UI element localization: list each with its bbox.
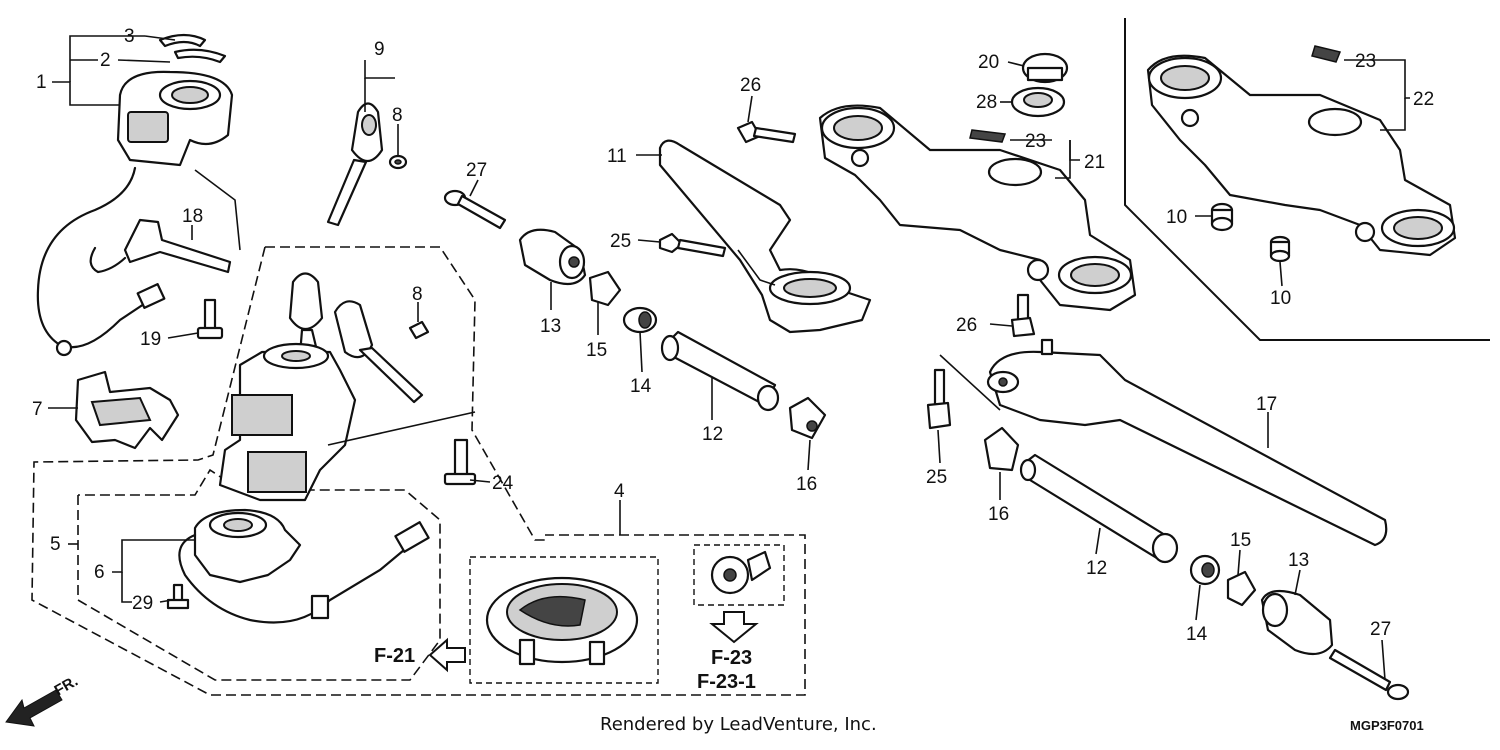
callout-11: 11 <box>607 146 627 167</box>
callout-25b: 25 <box>926 467 947 488</box>
part-washer-8b <box>408 320 430 340</box>
part-nut-28 <box>1010 86 1066 118</box>
callout-18: 18 <box>182 206 203 227</box>
callout-7: 7 <box>32 399 43 420</box>
callout-26b: 26 <box>956 315 977 336</box>
down-arrow-icon <box>709 611 759 644</box>
part-bushing-10a <box>1210 202 1234 232</box>
callout-22: 22 <box>1413 89 1434 110</box>
part-switch-wiring <box>36 166 166 357</box>
callout-12a: 12 <box>702 424 723 445</box>
callout-25a: 25 <box>610 231 631 252</box>
callout-29: 29 <box>132 593 153 614</box>
callout-12b: 12 <box>1086 558 1107 579</box>
callout-4: 4 <box>614 481 625 502</box>
part-key-9 <box>326 102 384 227</box>
part-fuel-cap-lock <box>710 550 772 595</box>
callout-3: 3 <box>124 26 135 47</box>
part-top-bridge-22 <box>1146 54 1457 257</box>
part-bolt-19 <box>196 298 224 340</box>
part-wire-guide-18 <box>89 218 232 274</box>
part-sensor-6 <box>178 508 430 624</box>
part-cap-20 <box>1021 52 1069 84</box>
callout-8b: 8 <box>412 284 423 305</box>
callout-1: 1 <box>36 72 47 93</box>
callout-24: 24 <box>492 473 514 494</box>
callout-5: 5 <box>50 534 61 555</box>
callout-14b: 14 <box>1186 624 1208 645</box>
part-bolt-27b <box>1328 648 1410 701</box>
callout-26a: 26 <box>740 75 761 96</box>
front-direction-indicator: FR. <box>5 673 81 727</box>
ref-f23-1-label[interactable]: F-23-1 <box>697 671 756 693</box>
callout-labels: 1 2 3 4 5 6 7 8 8 9 10 10 11 12 12 13 13… <box>32 26 1434 645</box>
part-nut-16b <box>983 426 1020 472</box>
ref-f23-label[interactable]: F-23 <box>711 647 752 669</box>
part-bolt-26b <box>1010 293 1036 338</box>
part-ring-14b <box>1189 554 1221 586</box>
leader-lines <box>48 35 1410 681</box>
ref-f23[interactable]: F-23 F-23-1 <box>697 611 759 693</box>
part-screw-29 <box>166 583 190 610</box>
callout-21: 21 <box>1084 152 1105 173</box>
callout-13a: 13 <box>540 316 561 337</box>
callout-23a: 23 <box>1025 131 1046 152</box>
part-ring-14a <box>622 306 658 334</box>
part-ignition-keys <box>288 272 424 404</box>
callout-15b: 15 <box>1230 530 1251 551</box>
callout-13b: 13 <box>1288 550 1309 571</box>
part-collar-15b <box>1226 570 1257 607</box>
part-handlebar-11 <box>658 139 872 334</box>
callout-27b: 27 <box>1370 619 1391 640</box>
callout-6: 6 <box>94 562 105 583</box>
callout-23b: 23 <box>1355 51 1376 72</box>
part-switch-base-7 <box>74 370 180 450</box>
part-bolt-25b <box>926 368 952 430</box>
part-label-23a <box>969 129 1007 143</box>
part-bolt-26a <box>736 120 797 144</box>
left-arrow-icon <box>428 637 466 673</box>
part-weight-13a <box>518 228 587 286</box>
callout-10a: 10 <box>1166 207 1187 228</box>
callout-10b: 10 <box>1270 288 1291 309</box>
ref-f21[interactable]: F-21 <box>374 637 466 673</box>
part-ignition-switch <box>218 342 357 502</box>
part-bushing-10b <box>1269 235 1291 263</box>
callout-27a: 27 <box>466 160 487 181</box>
part-bolt-27a <box>443 189 507 230</box>
part-weight-13b <box>1260 589 1334 656</box>
callout-9: 9 <box>374 39 385 60</box>
callout-17: 17 <box>1256 394 1277 415</box>
footer-credit: Rendered by LeadVenture, Inc. <box>600 714 877 735</box>
front-arrow-icon <box>5 689 63 727</box>
part-handlebar-17 <box>986 338 1388 547</box>
part-top-bridge-21 <box>818 104 1137 312</box>
part-nut-16a <box>788 396 827 440</box>
callout-16b: 16 <box>988 504 1009 525</box>
callout-20: 20 <box>978 52 999 73</box>
part-switch-housing <box>116 33 234 167</box>
callout-2: 2 <box>100 50 111 71</box>
part-bolt-25a <box>658 232 727 258</box>
callout-14a: 14 <box>630 376 652 397</box>
callout-8a: 8 <box>392 105 403 126</box>
part-label-23b <box>1311 45 1342 63</box>
part-pipe-12a <box>660 330 780 412</box>
part-bolt-24 <box>443 438 477 486</box>
part-collar-15a <box>588 270 622 307</box>
callout-15a: 15 <box>586 340 607 361</box>
part-washer-8a <box>388 154 408 170</box>
callout-16a: 16 <box>796 474 817 495</box>
ref-f21-label[interactable]: F-21 <box>374 645 415 667</box>
part-fuel-cap <box>485 576 639 666</box>
group-boundaries <box>31 18 1490 696</box>
callout-28: 28 <box>976 92 997 113</box>
diagram-code: MGP3F0701 <box>1350 718 1424 733</box>
callout-19: 19 <box>140 329 161 350</box>
part-pipe-12b <box>1019 453 1179 564</box>
